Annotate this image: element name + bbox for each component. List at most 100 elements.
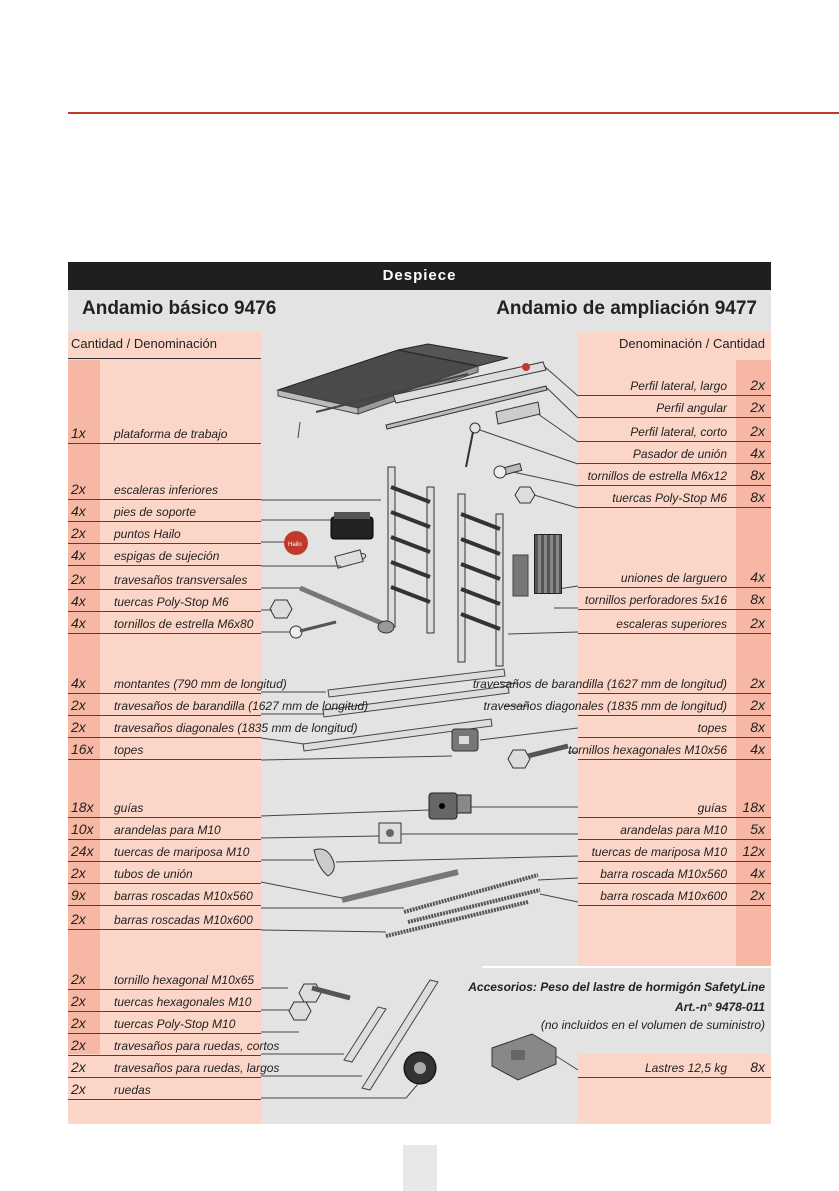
stopper-illustration (451, 728, 569, 769)
wheel-illustration (288, 979, 439, 1091)
left-item-name: travesaños para ruedas, cortos (114, 1039, 280, 1053)
page-number-box (403, 1145, 437, 1191)
right-item-qty: 4x (750, 865, 765, 881)
right-item-qty: 4x (750, 569, 765, 585)
right-item-qty: 8x (750, 591, 765, 607)
left-item-qty: 2x (71, 911, 86, 927)
left-item-name: tornillos de estrella M6x80 (114, 617, 254, 631)
left-item-name: tuercas Poly-Stop M6 (114, 595, 229, 609)
left-item-name: pies de soporte (114, 505, 197, 519)
right-item-underline (578, 441, 771, 442)
left-item-name: travesaños para ruedas, largos (114, 1061, 280, 1075)
left-item-underline (68, 611, 261, 612)
right-item-row: tornillos perforadores 5x16 8x (518, 591, 771, 610)
left-column-bg (68, 332, 261, 1124)
left-item-underline (68, 1055, 261, 1056)
guide-illustration (378, 792, 472, 844)
right-item-underline (578, 693, 771, 694)
left-item-qty: 4x (71, 675, 86, 691)
right-item-underline (578, 1077, 771, 1078)
left-item-qty: 2x (71, 719, 86, 735)
left-item-underline (68, 543, 261, 544)
right-item-name: arandelas para M10 (620, 823, 727, 837)
left-item-name: topes (114, 743, 144, 757)
header-rule (68, 112, 839, 114)
accessories-divider (482, 966, 771, 969)
left-item-qty: 9x (71, 887, 86, 903)
accessories-line2: Art.-n° 9478-011 (675, 1000, 765, 1014)
left-item-name: tuercas de mariposa M10 (114, 845, 250, 859)
right-item-qty: 12x (742, 843, 765, 859)
left-item-row: 2x puntos Hailo (68, 525, 321, 544)
left-item-name: travesaños diagonales (1835 mm de longit… (114, 721, 358, 735)
hailo-logo: Hailo (288, 542, 302, 548)
left-item-name: tubos de unión (114, 867, 193, 881)
right-item-underline (578, 737, 771, 738)
left-item-name: montantes (790 mm de longitud) (114, 677, 287, 691)
left-item-underline (68, 633, 261, 634)
right-item-name: travesaños diagonales (1835 mm de longit… (483, 699, 727, 713)
left-item-name: travesaños de barandilla (1627 mm de lon… (114, 699, 369, 713)
right-item-name: tornillos perforadores 5x16 (584, 593, 727, 607)
left-item-name: guías (114, 801, 144, 815)
accessories-line3: (no incluidos en el volumen de suministr… (540, 1018, 765, 1032)
left-qty-band (68, 360, 100, 1054)
left-item-name: barras roscadas M10x560 (114, 889, 253, 903)
crossbar-illustration (269, 585, 395, 639)
right-item-qty: 18x (742, 799, 765, 815)
left-item-row: 2x travesaños diagonales (1835 mm de long… (68, 719, 357, 738)
right-item-name: Perfil angular (656, 401, 727, 415)
profiles-illustration (385, 361, 548, 430)
left-item-name: travesaños transversales (114, 573, 248, 587)
right-item-name: Perfil lateral, corto (630, 425, 727, 439)
left-header-line (68, 358, 261, 359)
left-item-underline (68, 1011, 261, 1012)
right-item-underline (578, 463, 771, 464)
right-item-underline (578, 715, 771, 716)
parts-illustration: Hailo (260, 343, 579, 1099)
parts-panel: Despiece Andamio básico 9476 Andamio de … (68, 262, 771, 1124)
accessories-line1: Accesorios: Peso del lastre de hormigón … (468, 980, 765, 994)
right-item-name: tornillos hexagonales M10x56 (568, 743, 727, 757)
left-item-qty: 2x (71, 571, 86, 587)
right-item-qty: 8x (750, 1059, 765, 1075)
right-item-underline (578, 817, 771, 818)
right-item-name: travesaños de barandilla (1627 mm de lon… (472, 677, 727, 691)
left-item-qty: 2x (71, 525, 86, 541)
left-item-qty: 24x (71, 843, 94, 859)
left-item-qty: 2x (71, 1015, 86, 1031)
left-item-name: puntos Hailo (114, 527, 181, 541)
left-item-name: escaleras inferiores (114, 483, 219, 497)
right-item-qty: 8x (750, 467, 765, 483)
right-item-name: tornillos de estrella M6x12 (587, 469, 727, 483)
left-item-underline (68, 443, 261, 444)
right-item-qty: 8x (750, 719, 765, 735)
pin-illustration (465, 422, 536, 504)
left-item-row: 4x montantes (790 mm de longitud) (68, 675, 321, 694)
left-item-underline (68, 521, 261, 522)
left-item-underline (68, 883, 261, 884)
right-item-name: guías (697, 801, 727, 815)
left-item-qty: 10x (71, 821, 94, 837)
left-item-row: 9x barras roscadas M10x560 (68, 887, 321, 906)
ladders-illustration (387, 466, 504, 667)
left-item-qty: 18x (71, 799, 94, 815)
right-item-name: barra roscada M10x600 (600, 889, 727, 903)
right-item-qty: 2x (750, 615, 765, 631)
